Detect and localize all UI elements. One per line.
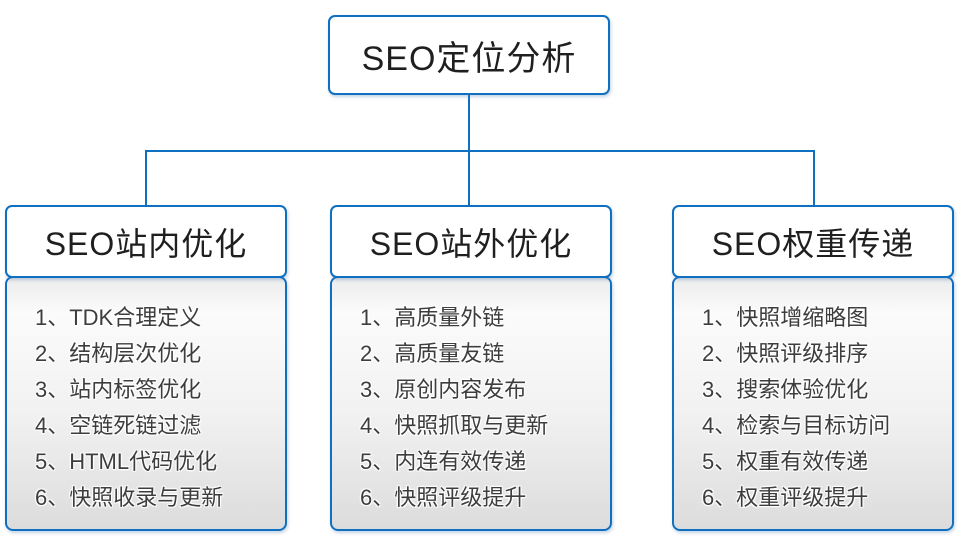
list-item: 3、原创内容发布 — [360, 377, 527, 402]
list-item: 4、快照抓取与更新 — [360, 413, 549, 438]
branch-header-label: SEO权重传递 — [711, 225, 915, 262]
connector-root-stem — [468, 95, 470, 151]
root-node-title: SEO定位分析 — [361, 39, 577, 78]
list-item: 6、权重评级提升 — [702, 485, 869, 510]
branch-header-label: SEO站外优化 — [369, 225, 573, 262]
list-item: 1、快照增缩略图 — [702, 305, 869, 330]
list-item: 1、TDK合理定义 — [35, 305, 202, 330]
branch-list-offsite: 1、高质量外链 2、高质量友链 3、原创内容发布 4、快照抓取与更新 5、内连有… — [330, 276, 612, 531]
list-item: 6、快照评级提升 — [360, 485, 527, 510]
branch-header-label: SEO站内优化 — [44, 225, 248, 262]
list-item: 5、权重有效传递 — [702, 449, 869, 474]
branch-offsite-optimization: SEO站外优化 1、高质量外链 2、高质量友链 3、原创内容发布 4、快照抓取与… — [330, 205, 612, 531]
list-item: 3、搜索体验优化 — [702, 377, 869, 402]
connector-drop-right — [813, 150, 815, 206]
list-item: 2、结构层次优化 — [35, 341, 202, 366]
list-item: 5、HTML代码优化 — [35, 449, 218, 474]
branch-onsite-optimization: SEO站内优化 1、TDK合理定义 2、结构层次优化 3、站内标签优化 4、空链… — [5, 205, 287, 531]
list-item: 2、快照评级排序 — [702, 341, 869, 366]
list-item: 6、快照收录与更新 — [35, 485, 224, 510]
connector-drop-middle — [468, 150, 470, 206]
list-item: 1、高质量外链 — [360, 305, 505, 330]
branch-header-weight: SEO权重传递 — [672, 205, 954, 278]
branch-weight-transfer: SEO权重传递 1、快照增缩略图 2、快照评级排序 3、搜索体验优化 4、检索与… — [672, 205, 954, 531]
root-node-seo-positioning: SEO定位分析 — [328, 15, 610, 95]
branch-header-offsite: SEO站外优化 — [330, 205, 612, 278]
list-item: 5、内连有效传递 — [360, 449, 527, 474]
connector-drop-left — [145, 150, 147, 206]
list-item: 4、空链死链过滤 — [35, 413, 202, 438]
list-item: 3、站内标签优化 — [35, 377, 202, 402]
branch-header-onsite: SEO站内优化 — [5, 205, 287, 278]
branch-list-onsite: 1、TDK合理定义 2、结构层次优化 3、站内标签优化 4、空链死链过滤 5、H… — [5, 276, 287, 531]
list-item: 4、检索与目标访问 — [702, 413, 891, 438]
list-item: 2、高质量友链 — [360, 341, 505, 366]
branch-list-weight: 1、快照增缩略图 2、快照评级排序 3、搜索体验优化 4、检索与目标访问 5、权… — [672, 276, 954, 531]
connector-crossbar — [145, 150, 815, 152]
